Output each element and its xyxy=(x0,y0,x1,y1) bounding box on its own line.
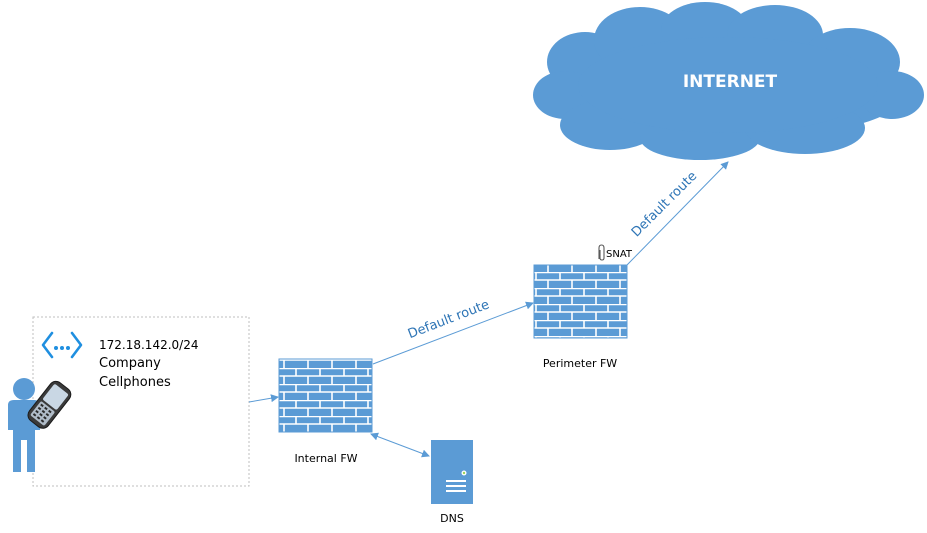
dns-label: DNS xyxy=(440,512,464,525)
subnet-cidr: 172.18.142.0/24 xyxy=(99,338,198,352)
route-label-perimeter-to-internet: Default route xyxy=(629,169,700,240)
perimeter-to-internet-connector xyxy=(626,161,729,266)
internet-cloud: INTERNET xyxy=(533,2,924,160)
cellphone-icon xyxy=(27,380,72,429)
server-icon xyxy=(431,440,473,504)
firewall-icon xyxy=(533,264,628,339)
internal-firewall: Internal FW xyxy=(278,358,373,465)
internal-fw-to-dns-connector xyxy=(370,432,430,458)
subnet-name-line2: Cellphones xyxy=(99,375,171,390)
user-icon xyxy=(8,378,40,472)
dns-server: DNS xyxy=(431,440,473,525)
perimeter-firewall: Perimeter FW SNAT xyxy=(533,244,633,370)
internet-label: INTERNET xyxy=(683,72,778,92)
perimeter-fw-label: Perimeter FW xyxy=(543,357,617,370)
snat-label: SNAT xyxy=(606,249,633,260)
internal-to-perimeter-connector xyxy=(372,301,534,365)
cloud-icon xyxy=(533,2,924,160)
subnet-name-line1: Company xyxy=(99,356,161,371)
subnet-to-internal-fw-connector xyxy=(248,394,279,403)
internal-fw-label: Internal FW xyxy=(294,452,357,465)
subnet-icon xyxy=(41,331,83,359)
paperclip-icon xyxy=(598,244,605,261)
firewall-icon xyxy=(278,358,373,433)
